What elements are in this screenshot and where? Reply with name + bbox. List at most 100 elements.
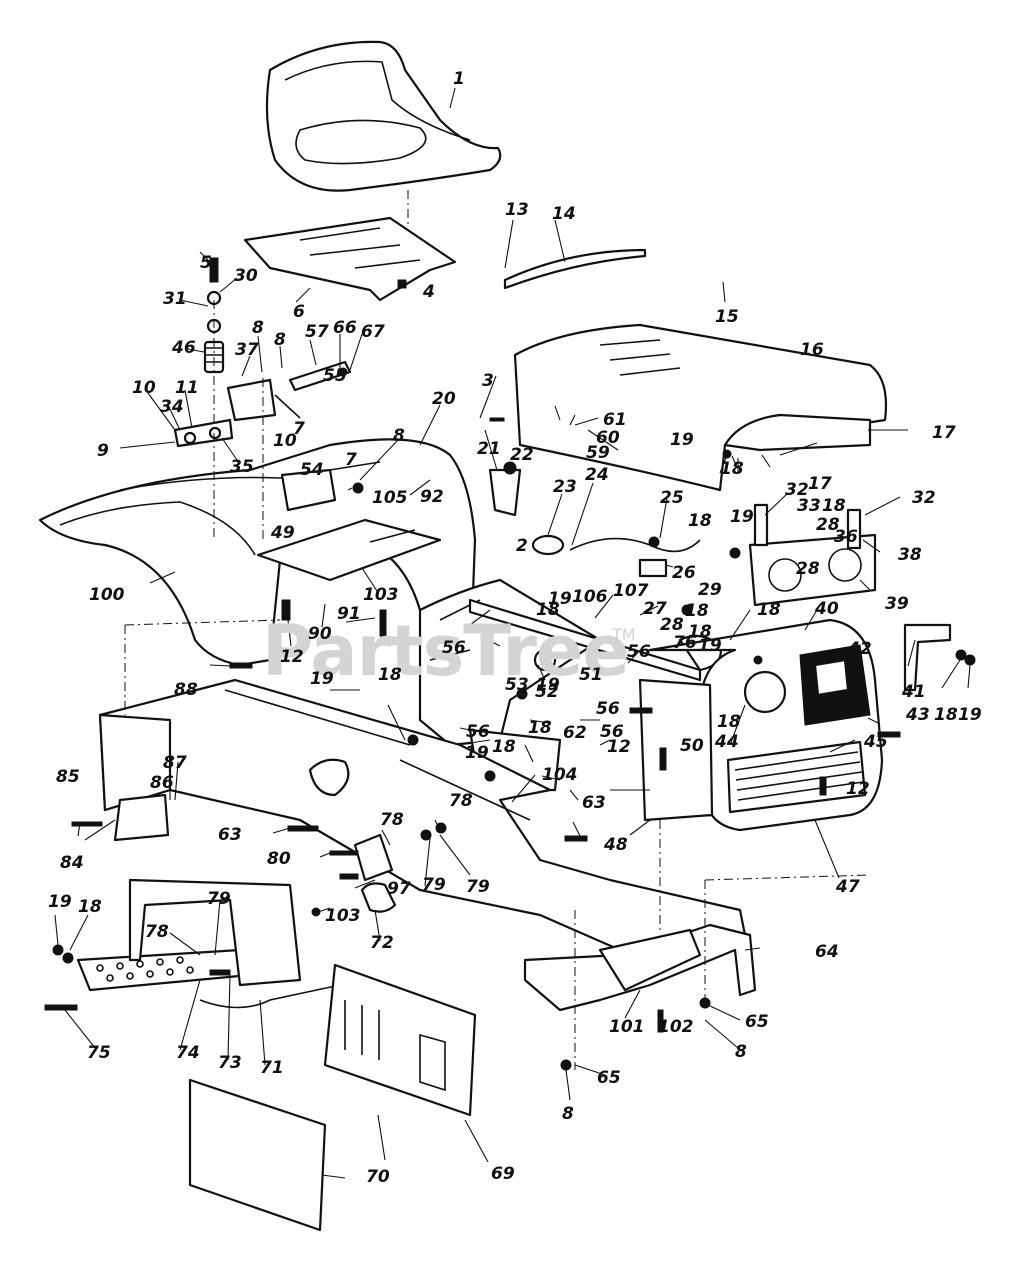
callout-4: 4 <box>422 282 435 302</box>
callout-60: 60 <box>596 428 620 448</box>
callout-23: 23 <box>553 477 577 497</box>
grille-bracket <box>903 623 952 692</box>
callout-79b: 79 <box>422 875 446 895</box>
callout-61: 61 <box>603 410 627 430</box>
callout-49: 49 <box>270 523 295 543</box>
callout-100: 100 <box>89 585 125 605</box>
callout-80: 80 <box>267 849 291 869</box>
callout-70a: 70 <box>366 1167 390 1187</box>
rear-fender <box>38 438 477 667</box>
callout-56a: 56 <box>442 638 466 658</box>
side-skirt <box>323 963 477 1117</box>
callout-75: 75 <box>87 1043 111 1063</box>
callout-22: 22 <box>510 445 534 465</box>
callout-8a: 8 <box>252 318 264 338</box>
callout-56c: 56 <box>596 699 620 719</box>
callout-19g: 19 <box>698 636 722 656</box>
lower-skirt <box>188 1078 327 1232</box>
callout-59: 59 <box>586 443 610 463</box>
callout-45: 45 <box>863 732 888 752</box>
callout-76: 76 <box>673 633 697 653</box>
frame-bracket-84 <box>113 793 170 842</box>
headlight-bracket <box>748 503 877 607</box>
callout-18g: 18 <box>528 718 552 738</box>
callout-19d: 19 <box>536 675 560 695</box>
callout-41: 41 <box>901 682 926 702</box>
callout-17a: 17 <box>932 423 956 443</box>
callout-103a: 103 <box>363 585 399 605</box>
callout-8d: 8 <box>562 1104 574 1124</box>
callout-32b: 32 <box>912 488 936 508</box>
callout-12c: 12 <box>846 779 870 799</box>
callout-35: 35 <box>230 457 254 477</box>
callout-56e: 56 <box>627 642 651 662</box>
callout-40: 40 <box>814 599 839 619</box>
callout-106: 106 <box>572 587 608 607</box>
callout-65a: 65 <box>745 1012 769 1032</box>
callout-20: 20 <box>432 389 456 409</box>
callout-18k: 18 <box>934 705 958 725</box>
callout-65b: 65 <box>597 1068 621 1088</box>
callout-16: 16 <box>800 340 824 360</box>
callout-73: 73 <box>218 1053 242 1073</box>
fender-plate <box>256 518 442 582</box>
callout-88: 88 <box>174 680 198 700</box>
callout-18d: 18 <box>757 600 781 620</box>
callout-19i: 19 <box>48 892 72 912</box>
callout-37: 37 <box>235 340 259 360</box>
callout-78b: 78 <box>449 791 473 811</box>
callout-103b: 103 <box>325 906 361 926</box>
console-support <box>418 578 602 792</box>
callout-78a: 78 <box>145 922 169 942</box>
callout-2: 2 <box>516 536 528 556</box>
watermark: PartsTree <box>262 610 629 692</box>
callout-91: 91 <box>337 604 361 624</box>
callout-24: 24 <box>585 465 609 485</box>
callout-86: 86 <box>150 773 174 793</box>
callout-42: 42 <box>847 639 872 659</box>
callout-57: 57 <box>305 322 329 342</box>
callout-15: 15 <box>715 307 739 327</box>
callout-7a: 7 <box>293 419 305 439</box>
callout-63b: 63 <box>582 793 606 813</box>
callout-8e: 8 <box>735 1042 747 1062</box>
callout-84: 84 <box>60 853 84 873</box>
callout-27: 27 <box>643 599 667 619</box>
callout-19e: 19 <box>310 669 334 689</box>
callout-7b: 7 <box>345 450 357 470</box>
callout-28c: 28 <box>796 559 820 579</box>
callout-55: 55 <box>323 366 347 386</box>
callout-69: 69 <box>491 1164 515 1184</box>
callout-67: 67 <box>361 322 385 342</box>
callout-104: 104 <box>542 765 578 785</box>
callout-33: 33 <box>797 496 821 516</box>
callout-85: 85 <box>56 767 80 787</box>
callout-79c: 79 <box>466 877 490 897</box>
callout-10b: 10 <box>273 431 297 451</box>
callout-51: 51 <box>579 665 603 685</box>
callout-31: 31 <box>163 289 187 309</box>
callout-71: 71 <box>260 1058 284 1078</box>
callout-11: 11 <box>175 378 199 398</box>
callout-66: 66 <box>333 318 357 338</box>
callout-56d: 56 <box>600 722 624 742</box>
callout-44: 44 <box>714 732 739 752</box>
hood <box>513 323 888 492</box>
callout-19h: 19 <box>958 705 982 725</box>
callout-18c: 18 <box>822 496 846 516</box>
callout-63a: 63 <box>218 825 242 845</box>
callout-8b: 8 <box>274 330 286 350</box>
callout-18m: 18 <box>688 622 712 642</box>
callout-18b: 18 <box>688 511 712 531</box>
hood-strip <box>503 248 647 290</box>
callout-21: 21 <box>477 439 501 459</box>
watermark-trademark: TM <box>611 625 636 644</box>
callout-3: 3 <box>482 371 494 391</box>
callout-48: 48 <box>603 835 628 855</box>
callout-18e: 18 <box>685 601 709 621</box>
callout-90: 90 <box>308 624 332 644</box>
footrest <box>76 878 302 992</box>
callout-53: 53 <box>505 675 529 695</box>
callout-46: 46 <box>171 338 196 358</box>
callout-102: 102 <box>658 1017 694 1037</box>
